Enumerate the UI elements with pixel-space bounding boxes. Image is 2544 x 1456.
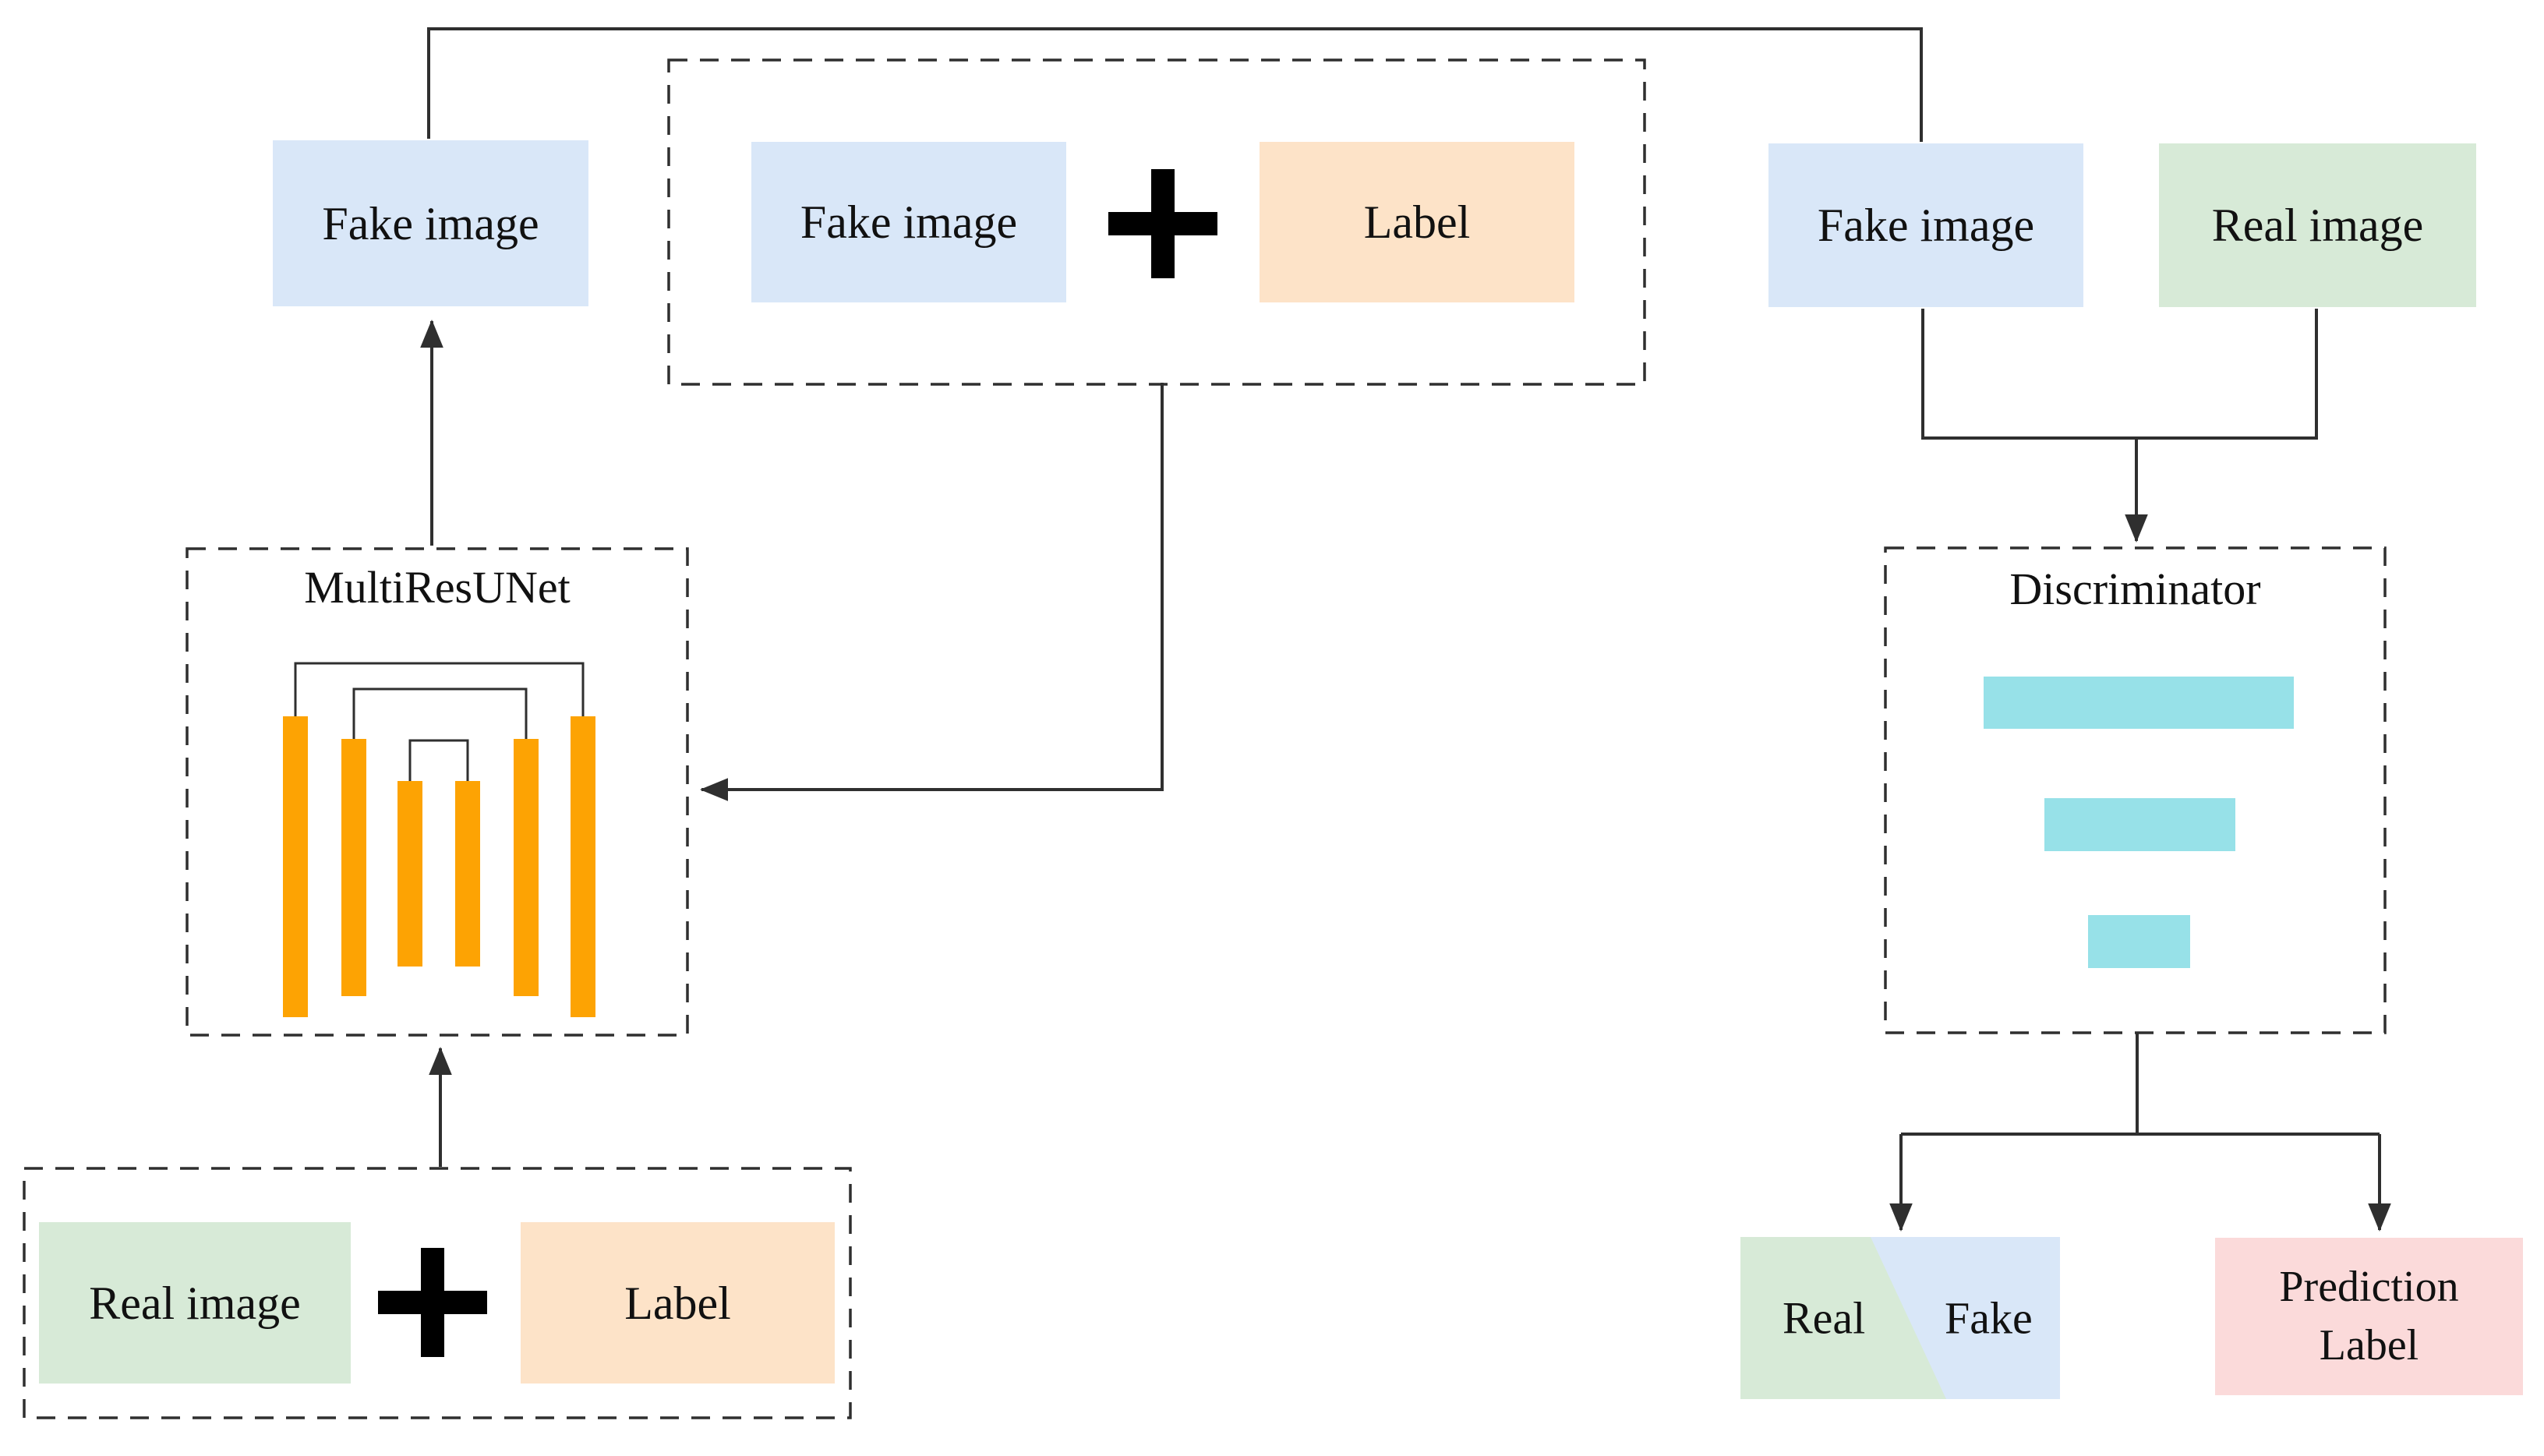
real-fake-output-box: Real Fake	[1740, 1237, 2060, 1399]
multiresunet-title: MultiResUNet	[304, 562, 571, 613]
discriminator-layer-3	[2088, 915, 2190, 968]
label-pair-box: Label	[1260, 142, 1574, 302]
unet-bar-5	[514, 739, 539, 996]
real-image-pair-box: Real image	[39, 1222, 351, 1384]
real-image-input-box: Real image	[2159, 143, 2476, 307]
recycled-pair-to-generator-arrow	[700, 383, 1164, 801]
skip-connection-middle	[352, 687, 528, 740]
real-output-label: Real	[1783, 1292, 1866, 1344]
fake-image-output-box: Fake image	[273, 140, 588, 306]
fake-output-label: Fake	[1945, 1292, 2033, 1344]
discriminator-container	[1884, 546, 2387, 1034]
recycled-pair-container	[667, 58, 1646, 386]
unet-bar-4	[455, 781, 480, 967]
unet-bar-2	[341, 739, 366, 996]
unet-bar-3	[398, 781, 422, 967]
plus-icon	[378, 1248, 487, 1357]
fake-image-to-discriminator-wire	[427, 27, 1923, 142]
real-input-pair-container	[23, 1167, 852, 1419]
discriminator-title: Discriminator	[2009, 564, 2261, 614]
unet-bar-1	[283, 716, 308, 1017]
multiresunet-container	[186, 547, 689, 1037]
fake-image-pair-box: Fake image	[751, 142, 1066, 302]
skip-connection-outer	[294, 662, 585, 717]
real-fake-diagonal-split	[1740, 1237, 1946, 1399]
plus-icon	[1108, 169, 1217, 278]
label-input-box: Label	[521, 1222, 835, 1384]
fake-image-input-box: Fake image	[1768, 143, 2083, 307]
skip-connection-inner	[408, 739, 469, 782]
discriminator-layer-2	[2044, 798, 2235, 851]
unet-bar-6	[571, 716, 595, 1017]
prediction-label-output-box: Prediction Label	[2215, 1238, 2523, 1395]
discriminator-layer-1	[1984, 677, 2294, 729]
inputs-merge-wire	[1921, 309, 2318, 440]
